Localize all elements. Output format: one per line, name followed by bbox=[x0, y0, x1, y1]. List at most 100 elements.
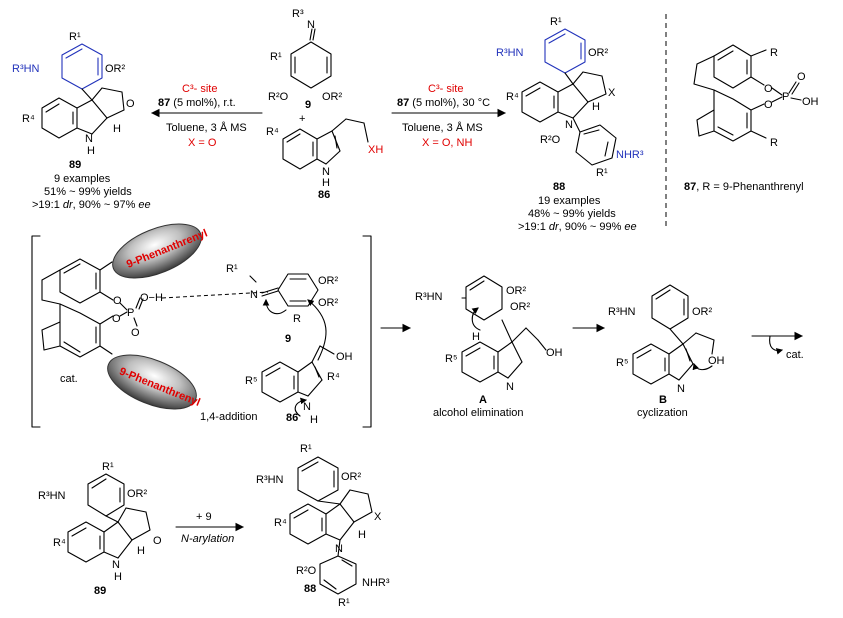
label-n: N bbox=[565, 119, 573, 131]
compound-89-bottom: 89 bbox=[94, 585, 106, 597]
intermediate-A-label: A bbox=[479, 394, 487, 406]
label-r1-lower: R¹ bbox=[596, 167, 608, 179]
reagent-86-structure bbox=[282, 118, 369, 170]
label-n: N bbox=[677, 383, 685, 395]
label-or2: OR² bbox=[105, 63, 126, 75]
label-r4: R⁴ bbox=[266, 126, 279, 138]
arrow-n-arylation-label: N-arylation bbox=[181, 533, 234, 545]
label-h: H bbox=[592, 101, 600, 113]
conditions-right-2: Toluene, 3 Å MS bbox=[402, 121, 483, 134]
label-n: N bbox=[112, 559, 120, 571]
site-label-left: C³- site bbox=[182, 83, 217, 95]
label-n: N bbox=[303, 401, 311, 413]
reagent-9-structure bbox=[290, 28, 332, 89]
product-88-structure bbox=[521, 28, 617, 166]
label-r1: R¹ bbox=[102, 461, 114, 473]
compound-88: 88 bbox=[553, 181, 565, 193]
label-o3: O bbox=[131, 327, 140, 339]
label-r3hn: R³HN bbox=[12, 63, 40, 75]
release-cat-label: cat. bbox=[786, 349, 804, 361]
label-h: H bbox=[358, 529, 366, 541]
compound-9: 9 bbox=[305, 99, 311, 111]
label-r1: R¹ bbox=[226, 263, 238, 275]
label-h: H bbox=[137, 545, 145, 557]
product-89-structure bbox=[41, 43, 125, 139]
conditions-right-1: 87 (5 mol%), 30 °C bbox=[397, 97, 490, 109]
step-alcohol-elimination: alcohol elimination bbox=[433, 407, 524, 419]
label-n: N bbox=[335, 543, 343, 555]
label-oh: OH bbox=[546, 347, 563, 359]
compound-86: 86 bbox=[318, 189, 330, 201]
label-h: H bbox=[310, 414, 318, 426]
label-h: H bbox=[322, 177, 330, 189]
label-nh: H bbox=[114, 571, 122, 583]
conditions-left-1: 87 (5 mol%), r.t. bbox=[158, 97, 236, 109]
label-oh: OH bbox=[708, 355, 725, 367]
bottom-88-structure bbox=[289, 456, 373, 595]
label-r4: R⁴ bbox=[327, 371, 340, 383]
intermediate-B-label: B bbox=[659, 394, 667, 406]
label-r3hn: R³HN bbox=[256, 474, 284, 486]
label-r2o: R²O bbox=[268, 91, 289, 103]
conditions-left-2: Toluene, 3 Å MS bbox=[166, 121, 247, 134]
label-or2-a: OR² bbox=[318, 275, 339, 287]
compound-86-complex: 86 bbox=[286, 412, 298, 424]
label-o3: O bbox=[797, 71, 806, 83]
scope-yield: 48% ~ 99% yields bbox=[528, 208, 616, 220]
label-h: H bbox=[472, 331, 480, 343]
label-or2: OR² bbox=[588, 47, 609, 59]
catalyst-caption: 87, R = 9-Phenanthrenyl bbox=[684, 181, 804, 193]
catalyst-87-structure bbox=[693, 44, 802, 142]
intermediate-B-structure bbox=[632, 284, 715, 385]
cat-label: cat. bbox=[60, 373, 78, 385]
arrow-reagent: + 9 bbox=[196, 511, 212, 523]
label-r5: R⁵ bbox=[616, 357, 629, 369]
label-oh: O−H bbox=[140, 292, 163, 304]
label-n: N bbox=[322, 166, 330, 178]
catalyst-complex-structure bbox=[41, 258, 269, 358]
label-r4: R⁴ bbox=[506, 91, 519, 103]
label-n: N bbox=[250, 289, 258, 301]
label-r2o: R²O bbox=[540, 134, 561, 146]
label-or2-b: OR² bbox=[510, 301, 531, 313]
label-nhr3: NHR³ bbox=[362, 577, 390, 589]
scope-selectivity: >19:1 dr, 90% ~ 97% ee bbox=[32, 199, 151, 211]
label-r1: R¹ bbox=[69, 31, 81, 43]
bracket-right bbox=[362, 235, 372, 428]
label-or2: OR² bbox=[692, 306, 713, 318]
label-oh2: OH bbox=[336, 351, 353, 363]
label-o2: O bbox=[764, 99, 773, 111]
compound-9-complex: 9 bbox=[285, 333, 291, 345]
label-o2: O bbox=[112, 313, 121, 325]
label-n: N bbox=[307, 19, 315, 31]
x-definition-right: X = O, NH bbox=[422, 137, 472, 149]
catalyst-release-arrow bbox=[769, 335, 784, 355]
label-r3hn: R³HN bbox=[496, 47, 524, 59]
compound-89: 89 bbox=[69, 159, 81, 171]
label-r: R bbox=[293, 313, 301, 325]
label-x: X bbox=[608, 87, 616, 99]
label-r1-lower: R¹ bbox=[338, 597, 350, 609]
scope-yield: 51% ~ 99% yields bbox=[44, 186, 132, 198]
bracket-left bbox=[31, 235, 41, 428]
label-or2-a: OR² bbox=[506, 285, 527, 297]
label-r2o: R²O bbox=[296, 565, 317, 577]
label-o1: O bbox=[764, 83, 773, 95]
label-r3hn: R³HN bbox=[608, 306, 636, 318]
bottom-89-structure bbox=[67, 473, 151, 563]
label-r1: R¹ bbox=[550, 16, 562, 28]
complex-reagent-86 bbox=[261, 299, 335, 417]
label-oh: OH bbox=[802, 96, 819, 108]
intermediate-A-structure bbox=[461, 275, 547, 383]
label-p: P bbox=[782, 91, 789, 103]
label-nh: H bbox=[87, 145, 95, 157]
phenanthrenyl-bottom-ellipse bbox=[107, 354, 197, 410]
label-or2: OR² bbox=[341, 471, 362, 483]
label-r4: R⁴ bbox=[53, 537, 66, 549]
plus-sign: + bbox=[299, 113, 305, 125]
label-o1: O bbox=[113, 295, 122, 307]
step-cyclization: cyclization bbox=[637, 407, 688, 419]
label-r5: R⁵ bbox=[245, 375, 258, 387]
label-n: N bbox=[506, 381, 514, 393]
